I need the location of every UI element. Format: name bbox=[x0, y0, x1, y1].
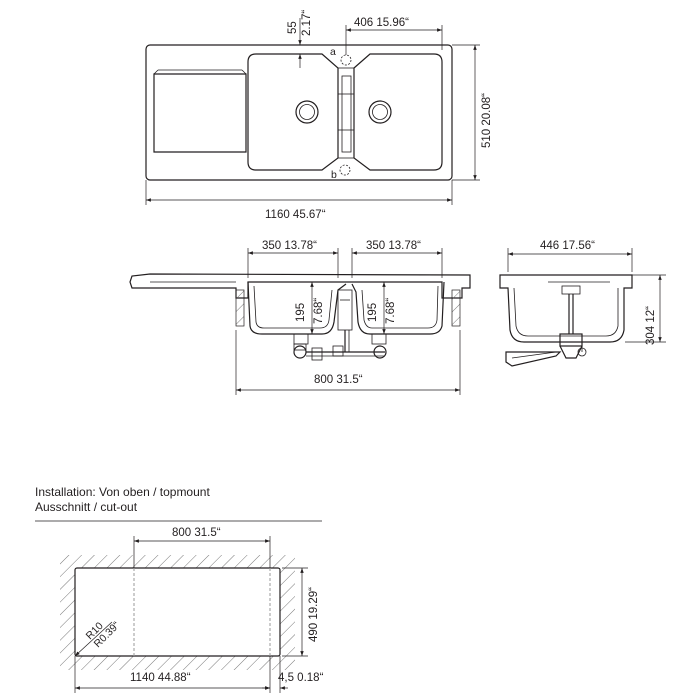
cutout-margin-label: 4,5 0.18“ bbox=[278, 672, 324, 684]
height-label-top: 510 20.08“ bbox=[481, 93, 493, 148]
end-height-label: 304 12“ bbox=[645, 306, 657, 345]
waste-plumbing bbox=[293, 330, 387, 361]
cutout-rect bbox=[74, 567, 281, 657]
width-label-top: 1160 45.67“ bbox=[265, 209, 326, 221]
right-drain bbox=[368, 100, 392, 124]
center-divider bbox=[341, 75, 352, 153]
left-bowl-profile bbox=[247, 281, 347, 335]
depth-left-mm-label: 195 bbox=[295, 303, 307, 322]
top-view: a b 406 15.96“ 55 2.17“ 510 20.08“ 1160 … bbox=[145, 10, 493, 221]
offset-mm-label: 55 bbox=[287, 21, 299, 34]
depth-right-mm-label: 195 bbox=[367, 303, 379, 322]
right-bowl-outline bbox=[353, 53, 443, 171]
left-bowl-outline bbox=[247, 53, 339, 171]
bowl-width-label: 406 15.96“ bbox=[354, 17, 409, 29]
depth-right-in-label: 7.68“ bbox=[385, 298, 397, 324]
installation-line-1: Installation: Von oben / topmount bbox=[35, 485, 210, 499]
end-profile bbox=[499, 274, 633, 343]
end-width-label: 446 17.56“ bbox=[540, 240, 595, 252]
marker-b: b bbox=[331, 169, 337, 181]
tap-hole-b bbox=[339, 164, 351, 176]
offset-in-label: 2.17“ bbox=[301, 10, 313, 36]
drainboard-outline bbox=[153, 73, 247, 153]
cutout-view: 800 31.5“ 490 19.29“ R10 R0.39“ 1140 44.… bbox=[60, 527, 324, 693]
tap-hole-a bbox=[340, 54, 352, 66]
left-drain bbox=[295, 100, 319, 124]
end-view: 446 17.56“ 304 12“ bbox=[499, 240, 666, 367]
side-view: 350 13.78“ 350 13.78“ 195 7.68“ 195 7.68… bbox=[129, 240, 471, 395]
deck-profile bbox=[129, 273, 471, 299]
cutout-height-label: 490 19.29“ bbox=[308, 587, 320, 642]
cutout-width-label: 1140 44.88“ bbox=[130, 672, 191, 684]
marker-a: a bbox=[330, 46, 336, 58]
installation-line-2: Ausschnitt / cut-out bbox=[35, 500, 138, 514]
end-waste bbox=[505, 285, 587, 367]
bowl-left-width-label: 350 13.78“ bbox=[262, 240, 317, 252]
overall-width-label: 800 31.5“ bbox=[314, 374, 363, 386]
cutout-hatch bbox=[60, 555, 295, 670]
bowl-right-width-label: 350 13.78“ bbox=[366, 240, 421, 252]
right-bowl-profile bbox=[351, 281, 445, 335]
installation-notes: Installation: Von oben / topmount Aussch… bbox=[35, 485, 322, 522]
depth-left-in-label: 7.68“ bbox=[313, 298, 325, 324]
sink-outline-top bbox=[145, 44, 453, 181]
cutout-inner-width-label: 800 31.5“ bbox=[172, 527, 221, 539]
